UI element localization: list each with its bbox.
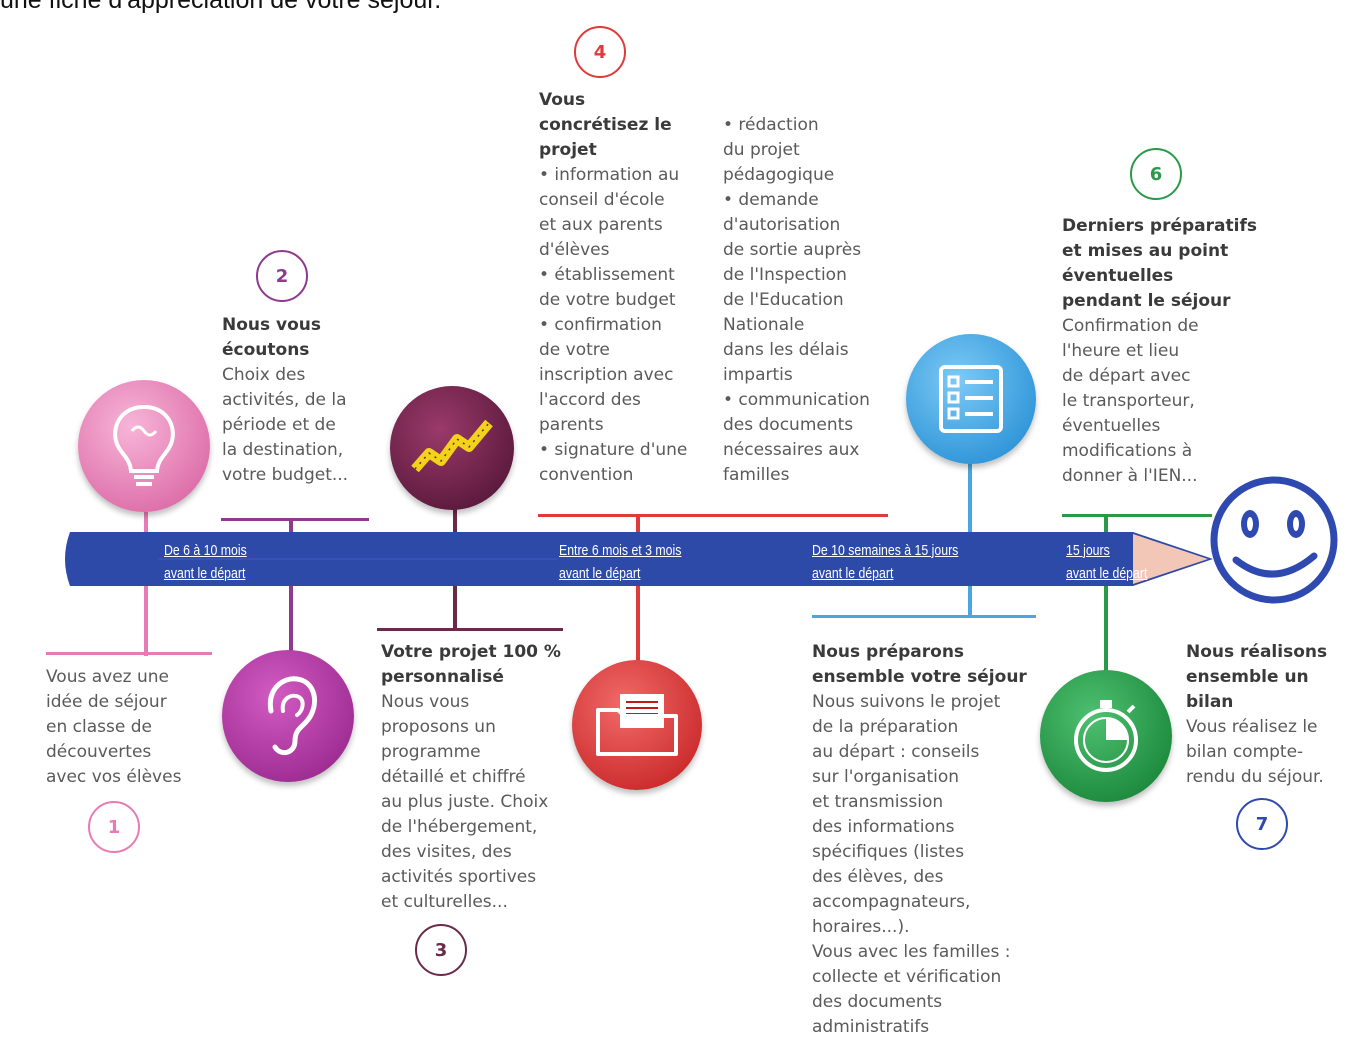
connector-step4-vertical — [636, 514, 640, 674]
lightbulb-icon — [113, 404, 175, 486]
step1-icon-circle — [78, 380, 210, 512]
folder-icon — [596, 694, 678, 756]
connector-step3-horizontal — [377, 628, 563, 631]
step7-body: Vous réalisez le bilan compte- rendu du … — [1186, 717, 1324, 787]
step3-title: Votre projet 100 % personnalisé — [381, 642, 561, 687]
smiley-icon — [1210, 476, 1338, 604]
measuring-tape-icon — [411, 419, 493, 473]
step5-text: Nous préparons ensemble votre séjour Nou… — [812, 640, 1052, 1040]
step2-body: Choix des activités, de la période et de… — [222, 365, 349, 485]
step2-icon-circle — [222, 650, 354, 782]
step7-number: 7 — [1236, 798, 1288, 850]
connector-step6-horizontal — [1062, 514, 1212, 517]
step4-body-col2: • rédaction du projet pédagogique • dema… — [723, 115, 870, 485]
step5-body: Nous suivons le projet de la préparation… — [812, 692, 1011, 1037]
step2-text: Nous vous écoutons Choix des activités, … — [222, 313, 372, 488]
connector-step6-vertical — [1104, 514, 1108, 674]
timeline-band — [65, 532, 1213, 586]
stopwatch-icon — [1074, 700, 1138, 772]
connector-step4-horizontal — [538, 514, 888, 517]
step3-body: Nous vous proposons un programme détaill… — [381, 692, 549, 912]
step1-text: Vous avez une idée de séjour en classe d… — [46, 665, 216, 790]
step3-text: Votre projet 100 % personnalisé Nous vou… — [381, 640, 581, 915]
step4-text-col1: Vous concrétisez le projet • information… — [539, 88, 714, 488]
step4-title: Vous concrétisez le projet — [539, 90, 672, 160]
header-text: une fiche d'appréciation de votre séjour… — [0, 0, 442, 14]
connector-step5-horizontal — [812, 615, 1036, 618]
step3-number: 3 — [415, 924, 467, 976]
step6-number: 6 — [1130, 148, 1182, 200]
step7-icon-circle — [1040, 670, 1172, 802]
step6-body: Confirmation de l'heure et lieu de dépar… — [1062, 316, 1199, 486]
step2-number: 2 — [256, 250, 308, 302]
step4-body-col1: • information au conseil d'école et aux … — [539, 165, 688, 485]
connector-step5-vertical — [968, 440, 972, 618]
step4-icon-circle — [572, 660, 702, 790]
connector-step1-horizontal — [46, 652, 212, 655]
step1-body: Vous avez une idée de séjour en classe d… — [46, 667, 182, 787]
step5-title: Nous préparons ensemble votre séjour — [812, 642, 1027, 687]
step6-text: Derniers préparatifs et mises au point é… — [1062, 214, 1282, 489]
step4-text-col2: • rédaction du projet pédagogique • dema… — [723, 113, 898, 488]
step5-icon-circle — [906, 334, 1036, 464]
connector-step2-vertical — [289, 518, 293, 666]
step2-title: Nous vous écoutons — [222, 315, 322, 360]
step1-number: 1 — [88, 801, 140, 853]
connector-step2-horizontal — [221, 518, 369, 521]
step6-title: Derniers préparatifs et mises au point é… — [1062, 216, 1257, 311]
step7-text: Nous réalisons ensemble un bilan Vous ré… — [1186, 640, 1366, 790]
step4-number: 4 — [574, 26, 626, 78]
checklist-icon — [939, 365, 1003, 433]
ear-icon — [267, 676, 317, 756]
step7-title: Nous réalisons ensemble un bilan — [1186, 642, 1328, 712]
step3-icon-circle — [390, 386, 514, 510]
